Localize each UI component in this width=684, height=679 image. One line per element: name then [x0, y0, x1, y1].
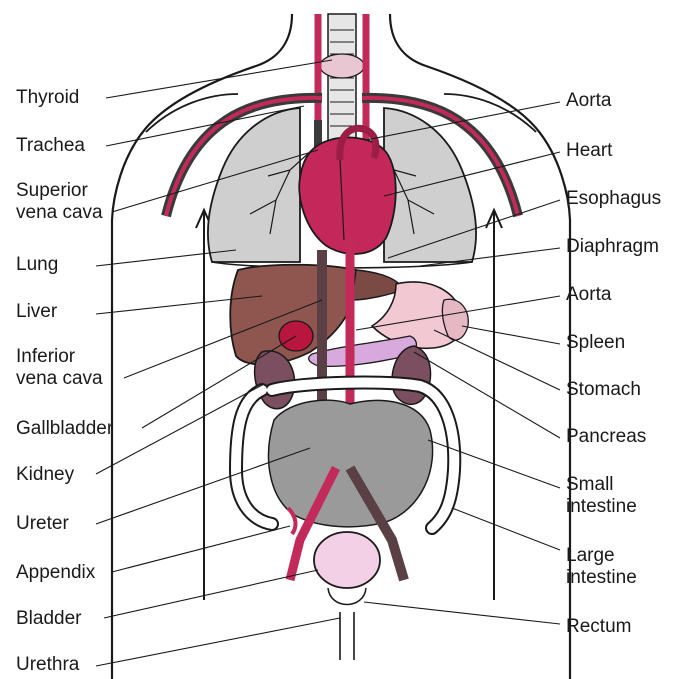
bladder	[314, 532, 380, 588]
label-esophagus: Esophagus	[566, 188, 661, 210]
label-liver: Liver	[16, 301, 57, 323]
label-rectum: Rectum	[566, 616, 631, 638]
label-large-intestine: Large intestine	[566, 545, 637, 589]
label-thyroid: Thyroid	[16, 87, 79, 109]
small-intestine	[269, 400, 433, 527]
label-inferior-vena-cava: Inferior vena cava	[16, 346, 103, 390]
shoulder-curve-right	[444, 94, 536, 132]
label-heart: Heart	[566, 140, 612, 162]
label-kidney: Kidney	[16, 464, 74, 486]
label-ureter: Ureter	[16, 513, 69, 535]
label-appendix: Appendix	[16, 562, 95, 584]
arm-arrow-right	[486, 210, 502, 600]
label-diaphragm: Diaphragm	[566, 236, 659, 258]
label-spleen: Spleen	[566, 332, 625, 354]
rectum	[328, 588, 366, 605]
label-bladder: Bladder	[16, 608, 82, 630]
trachea	[328, 14, 356, 144]
label-trachea: Trachea	[16, 135, 85, 157]
label-aorta-upper: Aorta	[566, 90, 611, 112]
label-lung: Lung	[16, 254, 58, 276]
label-gallbladder: Gallbladder	[16, 418, 113, 440]
arm-arrow-left	[196, 210, 212, 600]
label-superior-vena-cava: Superior vena cava	[16, 180, 103, 224]
urethra	[340, 612, 354, 660]
label-urethra: Urethra	[16, 654, 79, 676]
thyroid	[320, 54, 364, 78]
label-pancreas: Pancreas	[566, 426, 646, 448]
label-small-intestine: Small intestine	[566, 474, 637, 518]
lung-left	[208, 108, 300, 262]
label-stomach: Stomach	[566, 379, 641, 401]
leader-lines-left	[96, 60, 340, 666]
label-aorta-lower: Aorta	[566, 284, 611, 306]
